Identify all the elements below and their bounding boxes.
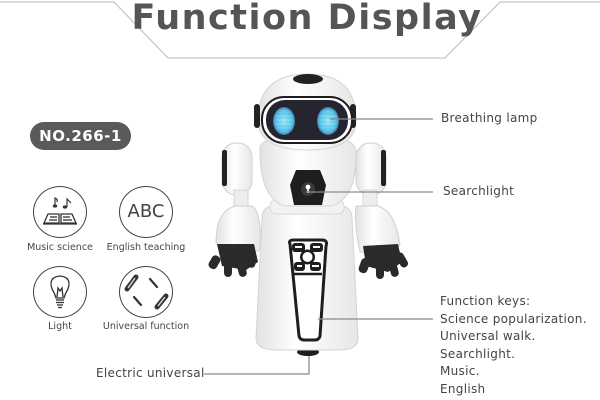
model-badge: NO.266-1 <box>30 122 131 150</box>
function-key-item: English <box>440 381 486 396</box>
callout-searchlight: Searchlight <box>443 184 515 198</box>
callout-breathing-lamp: Breathing lamp <box>441 111 538 125</box>
function-key-item: Science popularization. <box>440 311 587 326</box>
function-key-item: Music. <box>440 364 480 378</box>
function-keys-list: Function keys: Science popularization. U… <box>440 293 587 398</box>
abc-icon: ABC <box>119 186 173 238</box>
robot-illustration <box>208 73 408 356</box>
header-frame <box>0 1 600 59</box>
music-book-icon <box>33 186 87 238</box>
function-keys-title: Function keys: <box>440 294 531 308</box>
wheels-icon <box>119 266 173 318</box>
page-title: Function Display <box>131 0 483 38</box>
feature-label-universal: Universal function <box>102 321 190 332</box>
feature-label-music: Music science <box>27 242 93 253</box>
light-bulb-icon <box>33 266 87 318</box>
function-key-item: Universal walk. <box>440 329 536 343</box>
feature-label-light: Light <box>48 321 72 332</box>
callout-electric-universal: Electric universal <box>96 366 205 380</box>
electric-universal-line <box>204 356 310 375</box>
feature-label-english: English teaching <box>106 242 186 253</box>
function-key-item: Searchlight. <box>440 346 516 361</box>
